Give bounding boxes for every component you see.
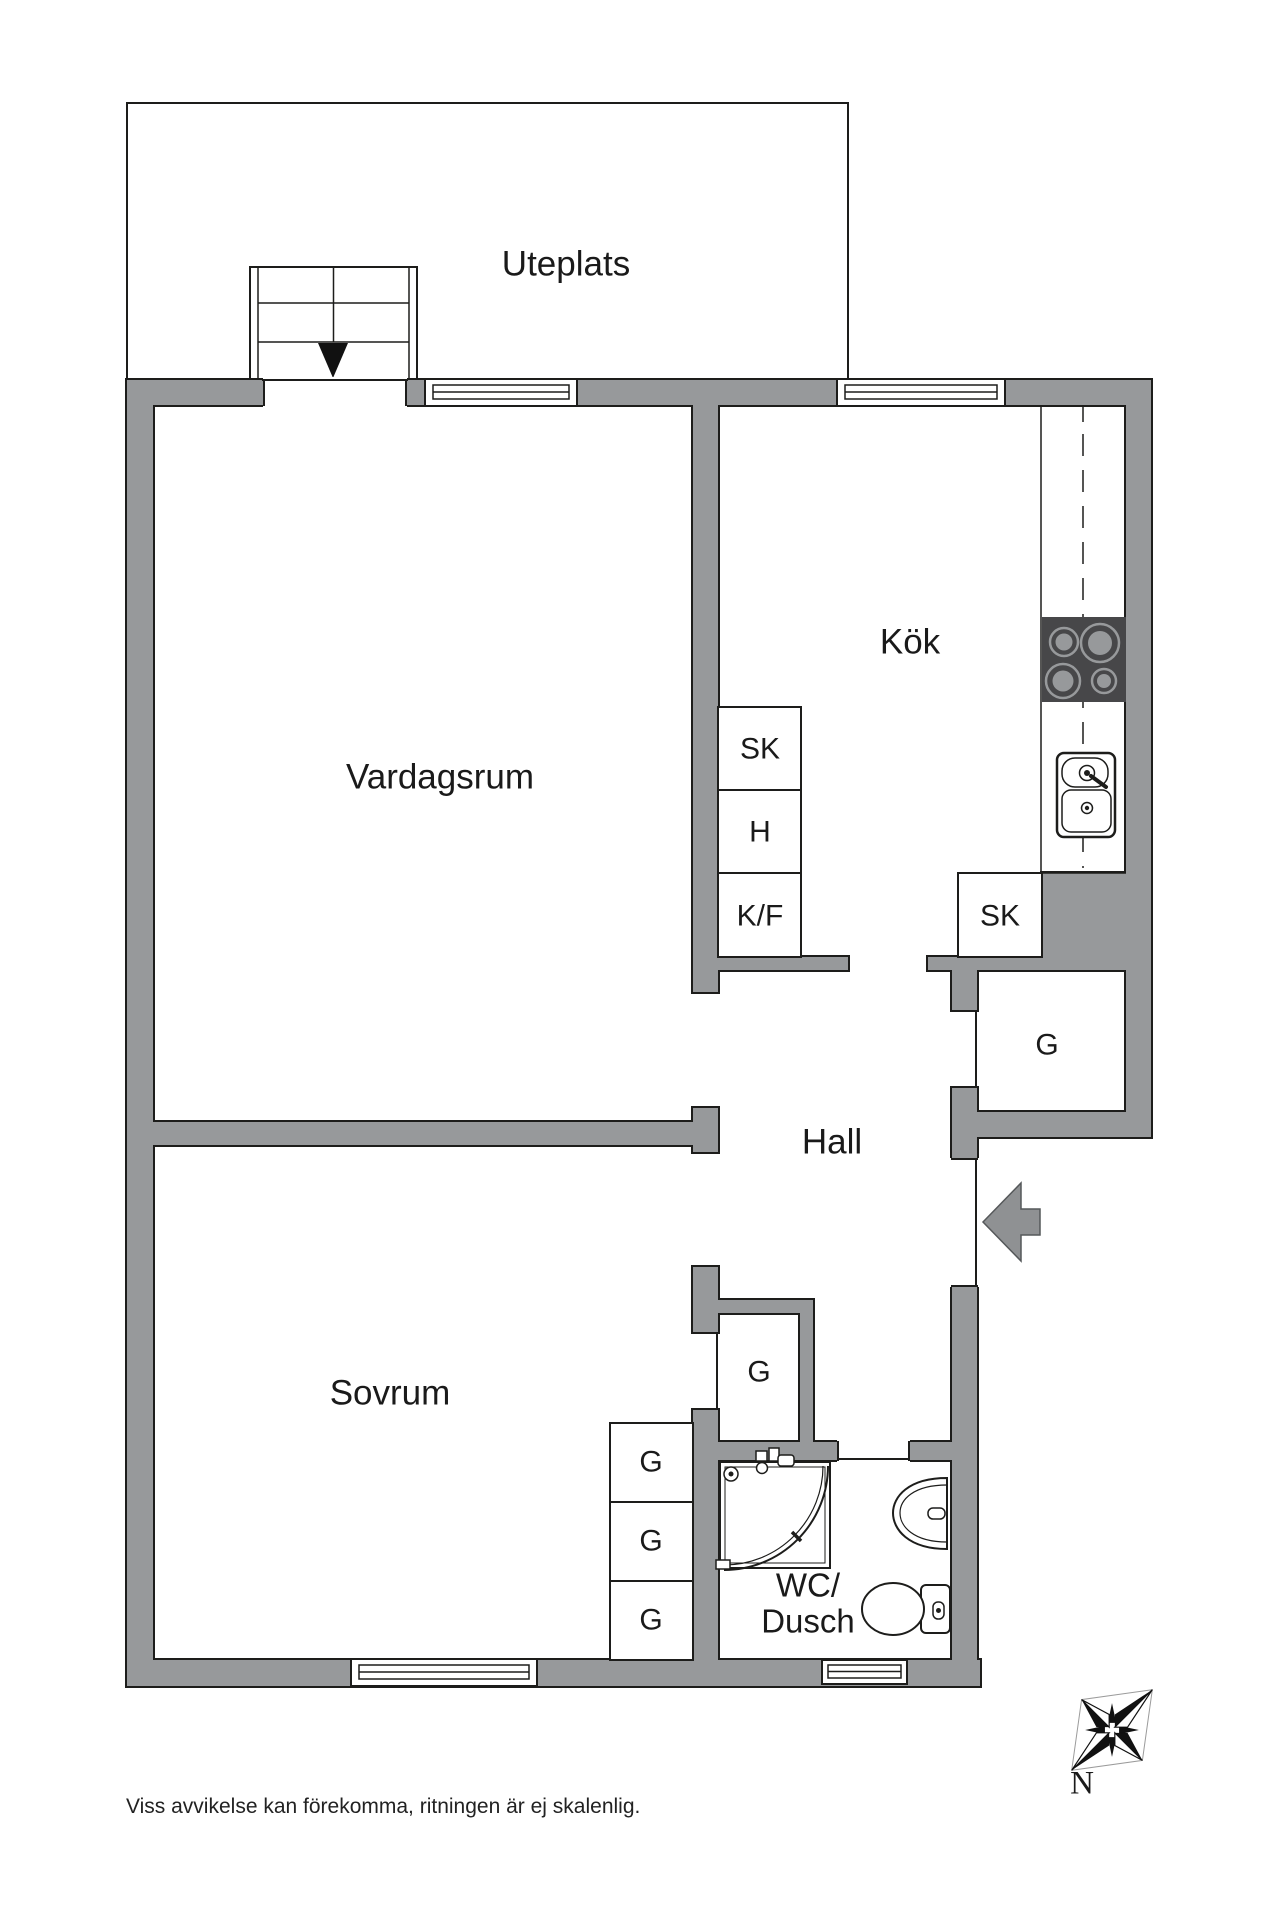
entry-door-opening [950,1158,979,1287]
closet-label-sk-kitchen: SK [979,899,1021,933]
compass-icon [1071,1689,1153,1771]
wardrobe-label-g1: G [639,1445,663,1479]
entry-arrow-icon [981,1181,1041,1263]
closet-boxes [609,706,1043,1661]
patio-outline [126,102,849,381]
room-label-kok: Kök [879,622,941,662]
room-label-uteplats: Uteplats [501,244,631,284]
wc-label-line2: Dusch [761,1603,855,1640]
room-label-vardagsrum: Vardagsrum [345,757,535,797]
stairs-icon [249,266,418,381]
patio-door-opening [262,377,408,408]
closet-sk-kitchen-box [957,872,1043,958]
closet-label-kf: K/F [736,899,784,933]
window-bedroom [350,1658,538,1687]
closet-kf-box [717,872,802,958]
bathroom-door-opening [837,1440,910,1462]
room-label-wc-dusch: WC/ Dusch [761,1566,855,1641]
window-top-left [424,378,578,407]
washbasin-icon [891,1476,948,1551]
shower-icon [715,1447,831,1571]
window-top-right [836,378,1006,407]
wardrobe-label-g3: G [639,1603,663,1637]
disclaimer-text: Viss avvikelse kan förekomma, ritningen … [126,1795,641,1818]
stove-icon [1042,617,1126,702]
wc-label-line1: WC/ [775,1566,841,1604]
kitchen-sink-icon [1055,751,1117,839]
closet-label-sk: SK [739,732,781,766]
closet-h-box [717,789,802,874]
closet-sk-box [717,706,802,791]
room-label-hall: Hall [801,1122,863,1162]
wardrobe-label-g2: G [639,1524,663,1558]
wardrobe-g2-box [609,1501,694,1582]
stairs-down-arrow-icon [318,343,348,378]
wardrobe-g3-box [609,1580,694,1661]
closet-label-g-kitchen: G [1035,1028,1059,1062]
closet-label-h: H [749,815,771,849]
room-label-sovrum: Sovrum [329,1373,451,1413]
compass-north-label: N [1070,1765,1094,1802]
toilet-icon [861,1582,951,1636]
window-bathroom [821,1659,908,1685]
closet-label-g-hall: G [747,1355,771,1389]
